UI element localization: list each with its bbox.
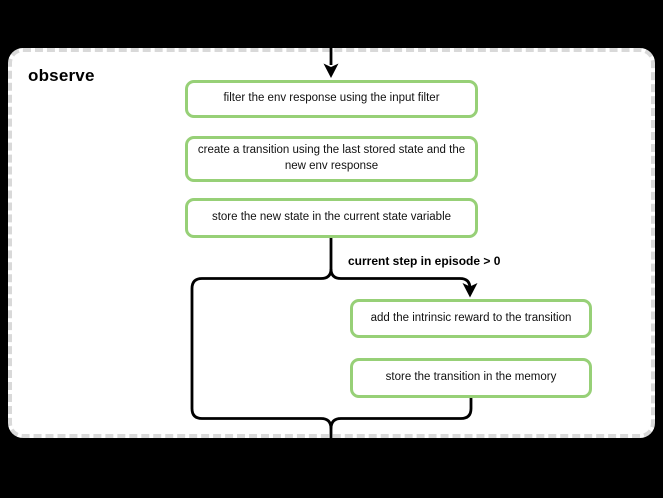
flow-node-label: store the new state in the current state… [211, 211, 452, 224]
flow-node-filter-env-response: filter the env response using the input … [185, 80, 478, 118]
flow-node-add-intrinsic-reward: add the intrinsic reward to the transiti… [350, 299, 592, 338]
flow-node-label: add the intrinsic reward to the transiti… [370, 311, 572, 324]
flow-node-store-new-state: store the new state in the current state… [185, 198, 478, 238]
group-title: observe [28, 66, 95, 85]
flow-node-label: store the transition in the memory [385, 371, 557, 384]
flow-node-label: filter the env response using the input … [223, 92, 440, 105]
flow-node-store-transition: store the transition in the memory [350, 358, 592, 398]
flow-node-create-transition: create a transition using the last store… [185, 136, 478, 182]
flow-node-label: create a transition using the last store… [197, 144, 466, 172]
branch-condition-label: current step in episode > 0 [348, 254, 501, 268]
